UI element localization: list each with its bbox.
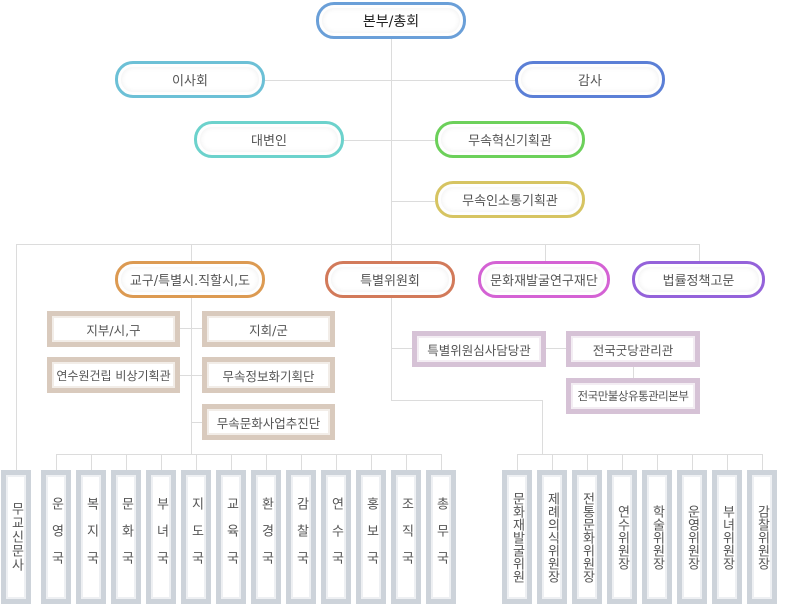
bureau-box-label: 부녀국 — [153, 496, 169, 578]
connector-line — [336, 454, 337, 470]
bureau-box-label: 교육국 — [223, 496, 239, 578]
spokesman-box[interactable]: 대변인 — [194, 121, 344, 158]
chapter-box[interactable]: 지회/군 — [202, 311, 335, 347]
connector-line — [552, 454, 553, 470]
board-box[interactable]: 이사회 — [115, 61, 265, 98]
innovation-box[interactable]: 무속혁신기획관 — [435, 121, 585, 158]
bureau-box[interactable]: 환경국 — [251, 470, 281, 604]
connector-line — [391, 38, 392, 400]
committee-box-label: 감찰위원장 — [754, 504, 770, 570]
committee-box[interactable]: 학술위원장 — [642, 470, 672, 604]
heritage-foundation-box[interactable]: 문화재발굴연구재단 — [478, 261, 610, 298]
connector-line — [16, 244, 700, 245]
committee-box[interactable]: 부녀위원장 — [712, 470, 742, 604]
bureau-box[interactable]: 조직국 — [391, 470, 421, 604]
connector-line — [762, 454, 763, 470]
connector-line — [191, 298, 192, 454]
connector-line — [265, 80, 515, 81]
legal-advisor-box[interactable]: 법률정책고문 — [632, 261, 765, 298]
distribution-hq-box[interactable]: 전국만불상유통관리본부 — [566, 378, 700, 414]
committee-box[interactable]: 전통문화위원장 — [572, 470, 602, 604]
special-committee-box[interactable]: 특별위원회 — [325, 261, 455, 298]
connector-line — [542, 400, 543, 454]
connector-line — [191, 422, 202, 423]
connector-line — [91, 454, 92, 470]
bureau-box[interactable]: 연수국 — [321, 470, 351, 604]
committee-box-label: 부녀위원장 — [719, 504, 735, 570]
connector-line — [180, 375, 202, 376]
committee-box-label: 학술위원장 — [649, 504, 665, 570]
connector-line — [517, 454, 763, 455]
bureau-box-label: 감찰국 — [293, 496, 309, 578]
committee-box[interactable]: 제례의식위원장 — [537, 470, 567, 604]
review-officer-box[interactable]: 특별위원심사담당관 — [412, 331, 546, 367]
committee-box[interactable]: 문화재발굴위원 — [502, 470, 532, 604]
bureau-box[interactable]: 지도국 — [181, 470, 211, 604]
connector-line — [545, 244, 546, 261]
connector-line — [517, 454, 518, 470]
committee-box[interactable]: 연수위원장 — [607, 470, 637, 604]
communication-box[interactable]: 무속인소통기획관 — [435, 181, 585, 218]
committee-box-label: 제례의식위원장 — [544, 491, 560, 583]
connector-line — [391, 201, 435, 202]
bureau-box[interactable]: 총무국 — [426, 470, 456, 604]
bureau-box-label: 운영국 — [48, 496, 64, 578]
committee-box[interactable]: 감찰위원장 — [747, 470, 777, 604]
bureau-box-label: 문화국 — [118, 496, 134, 578]
hq-box[interactable]: 본부/총회 — [316, 2, 466, 39]
connector-line — [371, 454, 372, 470]
newspaper-label: 무교신문사 — [8, 502, 24, 572]
culture-business-box[interactable]: 무속문화사업추진단 — [202, 404, 335, 440]
connector-line — [126, 454, 127, 470]
diocese-box[interactable]: 교구/특별시.직할시,도 — [115, 261, 265, 298]
connector-line — [16, 244, 17, 470]
connector-line — [727, 454, 728, 470]
bureau-box-label: 조직국 — [398, 496, 414, 578]
audit-box[interactable]: 감사 — [515, 61, 665, 98]
connector-line — [699, 244, 700, 261]
connector-line — [633, 367, 634, 378]
newspaper-box[interactable]: 무교신문사 — [1, 470, 31, 604]
connector-line — [196, 454, 197, 470]
informatization-box[interactable]: 무속정보화기획단 — [202, 357, 335, 393]
committee-box-label: 운영위원장 — [684, 504, 700, 570]
connector-line — [231, 454, 232, 470]
bureau-box[interactable]: 감찰국 — [286, 470, 316, 604]
connector-line — [56, 454, 57, 470]
connector-line — [441, 454, 442, 470]
connector-line — [56, 454, 441, 455]
connector-line — [406, 454, 407, 470]
connector-line — [391, 400, 543, 401]
bureau-box-label: 환경국 — [258, 496, 274, 578]
bureau-box[interactable]: 교육국 — [216, 470, 246, 604]
shrine-manager-box[interactable]: 전국굿당관리관 — [566, 331, 700, 367]
bureau-box[interactable]: 운영국 — [41, 470, 71, 604]
bureau-box-label: 복지국 — [83, 496, 99, 578]
bureau-box[interactable]: 부녀국 — [146, 470, 176, 604]
bureau-box-label: 홍보국 — [363, 496, 379, 578]
committee-box-label: 연수위원장 — [614, 504, 630, 570]
connector-line — [587, 454, 588, 470]
connector-line — [161, 454, 162, 470]
committee-box-label: 문화재발굴위원 — [509, 491, 525, 583]
connector-line — [191, 244, 192, 261]
bureau-box-label: 연수국 — [328, 496, 344, 578]
bureau-box-label: 총무국 — [433, 496, 449, 578]
connector-line — [301, 454, 302, 470]
branch-box[interactable]: 지부/시,구 — [47, 311, 180, 347]
bureau-box[interactable]: 문화국 — [111, 470, 141, 604]
bureau-box-label: 지도국 — [188, 496, 204, 578]
committee-box[interactable]: 운영위원장 — [677, 470, 707, 604]
connector-line — [344, 140, 435, 141]
connector-line — [266, 454, 267, 470]
connector-line — [692, 454, 693, 470]
bureau-box[interactable]: 홍보국 — [356, 470, 386, 604]
committee-box-label: 전통문화위원장 — [579, 491, 595, 583]
connector-line — [657, 454, 658, 470]
connector-line — [180, 328, 202, 329]
training-center-box[interactable]: 연수원건립 비상기획관 — [47, 357, 180, 393]
bureau-box[interactable]: 복지국 — [76, 470, 106, 604]
connector-line — [622, 454, 623, 470]
